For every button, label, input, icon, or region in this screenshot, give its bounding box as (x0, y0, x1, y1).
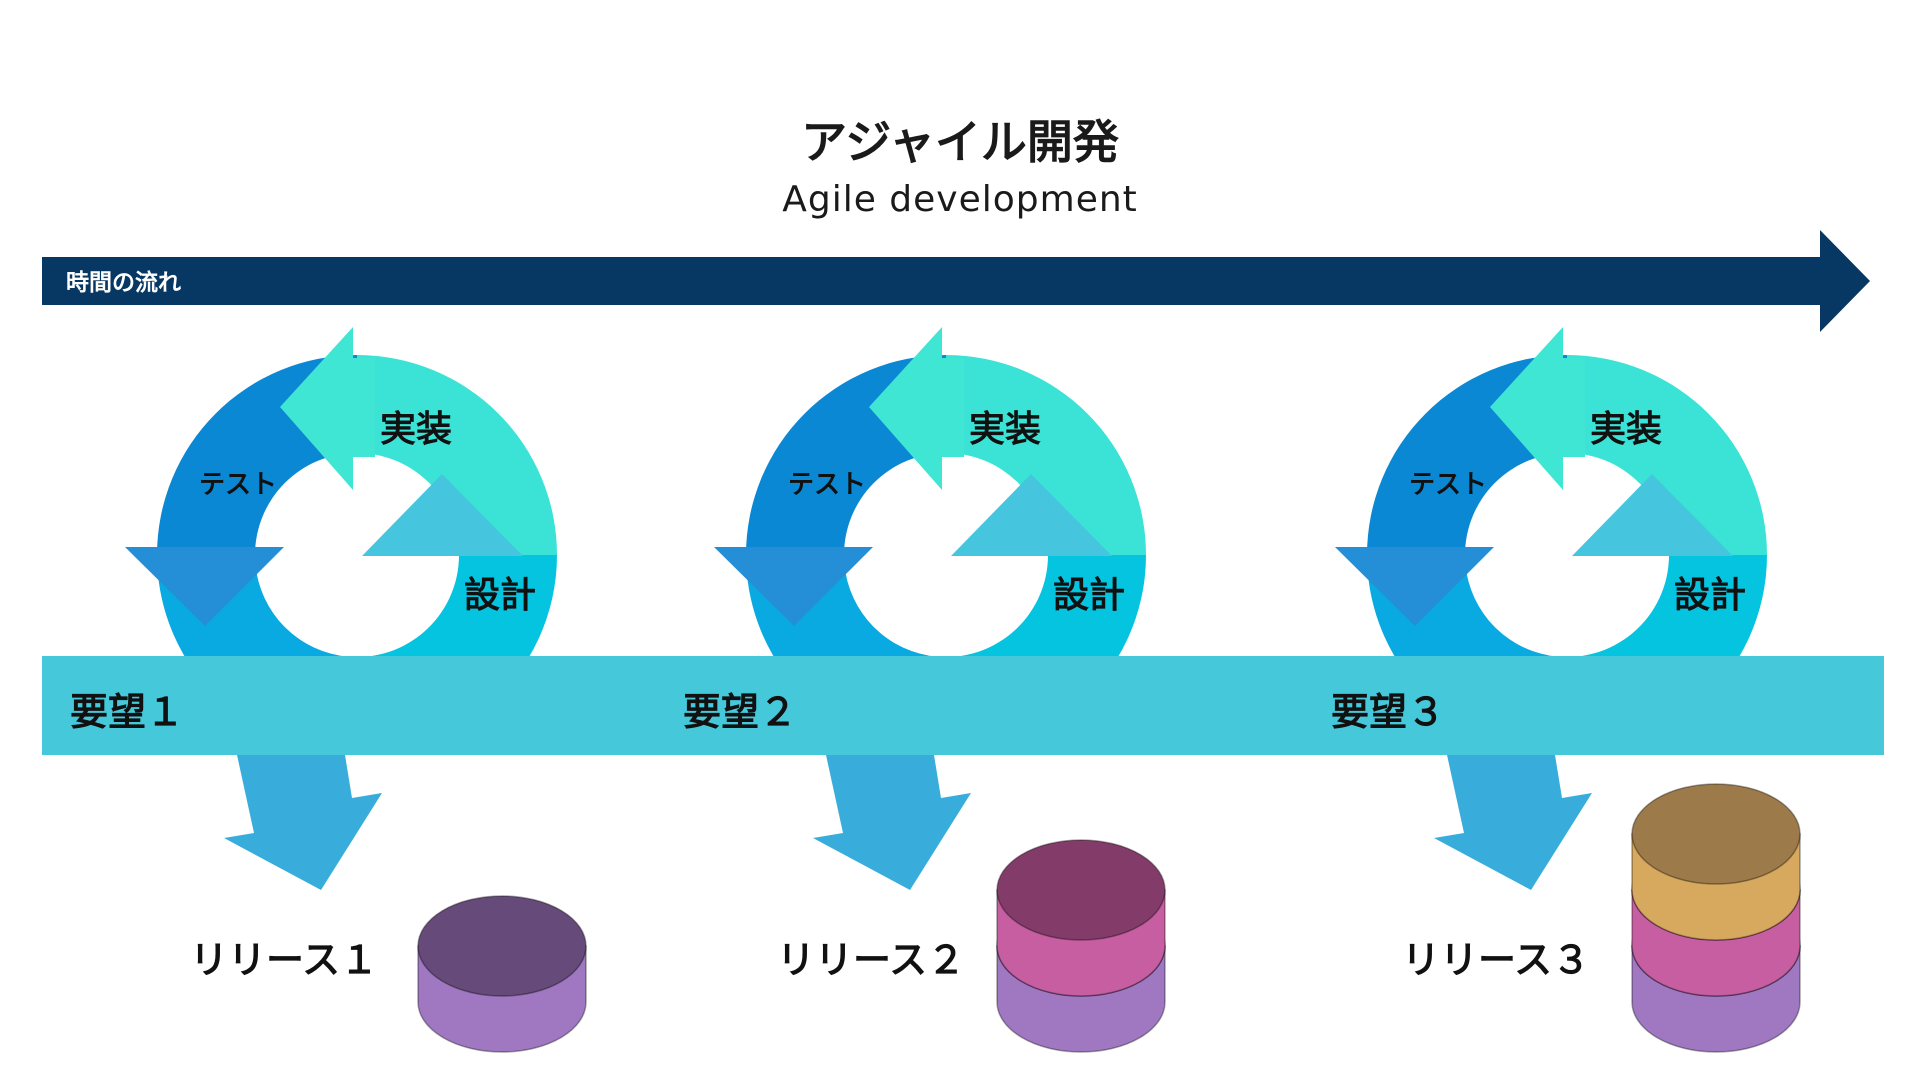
release-arrows (224, 755, 1592, 890)
timeline-arrow: 時間の流れ (42, 230, 1870, 332)
design-arrowhead (951, 474, 1112, 556)
design-arrowhead (362, 474, 523, 556)
requirement-label: 要望１ (70, 690, 184, 734)
cycle-label-implementation: 実装 (969, 409, 1041, 450)
release-arrow (813, 755, 971, 890)
release-disk (417, 895, 587, 1053)
ring-segment-implementation (1567, 355, 1767, 555)
implementation-arrowhead (1490, 327, 1585, 490)
timeline-label: 時間の流れ (66, 269, 181, 296)
release-disk (996, 839, 1166, 997)
design-arrowhead (1572, 474, 1733, 556)
release-label: リリース１ (190, 938, 378, 982)
implementation-arrowhead (869, 327, 964, 490)
cycle-label-design: 設計 (464, 575, 536, 616)
release-group: リリース２ (777, 839, 1166, 1053)
cycle-label-implementation: 実装 (1590, 409, 1662, 450)
requirement-labels: 要望１ 要望２ 要望３ (70, 690, 1445, 734)
releases: リリース１ リリース２ リリース３ (190, 783, 1801, 1053)
release-group: リリース３ (1402, 783, 1801, 1053)
cycle-label-test: テスト (1409, 470, 1487, 500)
page-title: アジャイル開発 (801, 115, 1120, 169)
release-arrow (1434, 755, 1592, 890)
release-disk (1631, 783, 1801, 941)
cycle-label-test: テスト (199, 470, 277, 500)
ring-segment-implementation (946, 355, 1146, 555)
release-label: リリース２ (777, 938, 965, 982)
cycle-label-design: 設計 (1053, 575, 1125, 616)
cycle-label-test: テスト (788, 470, 866, 500)
release-arrow (224, 755, 382, 890)
implementation-arrowhead (280, 327, 375, 490)
cycle-label-design: 設計 (1674, 575, 1746, 616)
release-label: リリース３ (1402, 938, 1590, 982)
release-group: リリース１ (190, 895, 587, 1053)
requirement-label: 要望３ (1331, 690, 1445, 734)
test-arrowhead (714, 547, 873, 626)
page-subtitle: Agile development (782, 179, 1138, 220)
cycle-label-implementation: 実装 (380, 409, 452, 450)
test-arrowhead (1335, 547, 1494, 626)
requirements-band (42, 656, 1884, 755)
requirement-label: 要望２ (683, 690, 797, 734)
test-arrowhead (125, 547, 284, 626)
ring-segment-implementation (357, 355, 557, 555)
